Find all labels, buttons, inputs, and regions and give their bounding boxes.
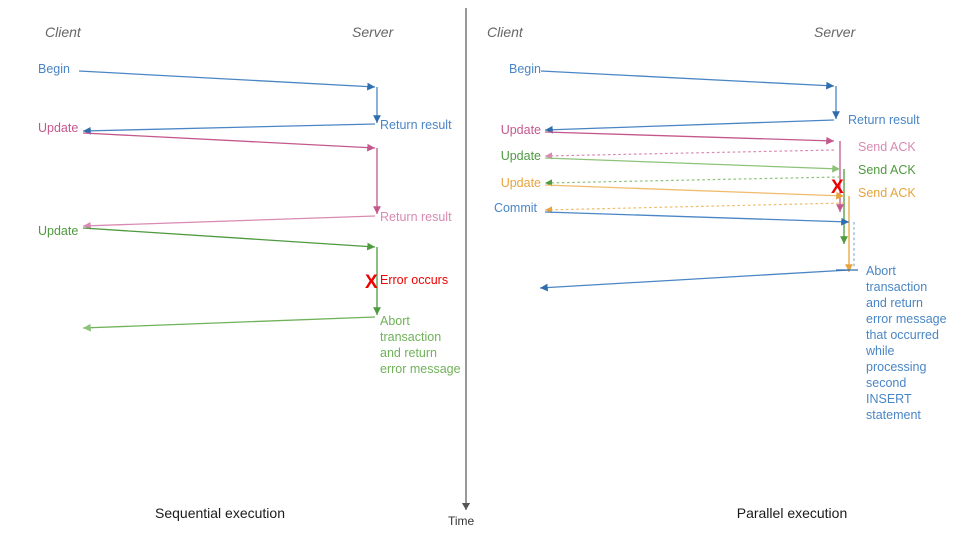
note-line: INSERT	[866, 392, 912, 406]
note-line: that occurred	[866, 328, 939, 342]
p2-arrow-return-result	[544, 119, 835, 134]
p2-arrow-abort-response	[539, 269, 850, 292]
lane-title-server-sequential: Server	[352, 24, 394, 40]
note-line: processing	[866, 360, 927, 374]
label-error-occurs-sequential: Error occurs	[380, 273, 449, 287]
error-mark-sequential: X	[365, 272, 378, 293]
lane-title-client-parallel: Client	[487, 24, 523, 40]
label-server-send-ack-2: Send ACK	[858, 163, 916, 177]
svg-text:X: X	[365, 272, 378, 293]
arrow-update-1-request	[82, 132, 376, 152]
label-client-update2-sequential: Update	[38, 224, 79, 238]
time-axis-label: Time	[448, 514, 475, 528]
arrow-return-result-2	[82, 215, 376, 230]
arrow-begin-request	[78, 70, 376, 91]
note-line: error message	[380, 362, 461, 376]
arrow-abort-response	[82, 316, 376, 332]
arrow-update-2-request	[82, 227, 376, 251]
panel-parallel	[539, 70, 858, 292]
note-line: transaction	[866, 280, 928, 294]
note-line: Abort	[380, 314, 410, 328]
label-server-send-ack-1: Send ACK	[858, 140, 916, 154]
p2-ack-1	[544, 149, 835, 160]
p2-ack-2	[544, 176, 841, 187]
note-abort-sequential: Abort transaction and return error messa…	[380, 313, 461, 377]
label-client-update2-parallel: Update	[500, 149, 541, 163]
note-line: transaction	[380, 330, 442, 344]
label-server-return-result-1: Return result	[380, 118, 452, 132]
panel-sequential	[78, 70, 381, 332]
arrow-return-result-1	[82, 123, 376, 135]
label-client-update1-sequential: Update	[38, 121, 79, 135]
caption-parallel: Parallel execution	[736, 505, 848, 521]
note-line: and return	[866, 296, 923, 310]
lane-title-client-sequential: Client	[45, 24, 81, 40]
label-server-return-result-parallel: Return result	[848, 113, 920, 127]
label-server-send-ack-3: Send ACK	[858, 186, 916, 200]
note-line: Abort	[866, 264, 896, 278]
note-line: and return	[380, 346, 437, 360]
p2-arrow-begin-request	[540, 70, 835, 90]
label-client-commit-parallel: Commit	[493, 201, 537, 215]
p2-arrow-update-2	[544, 157, 841, 173]
note-line: second	[866, 376, 907, 390]
p2-arrow-update-3	[544, 184, 845, 200]
caption-sequential: Sequential execution	[155, 505, 285, 521]
svg-text:X: X	[831, 177, 844, 198]
label-client-update3-parallel: Update	[500, 176, 541, 190]
note-line: while	[866, 344, 895, 358]
note-line: statement	[866, 408, 921, 422]
p2-arrow-commit	[544, 211, 850, 226]
label-server-return-result-2: Return result	[380, 210, 452, 224]
p2-arrow-update-1	[544, 131, 835, 145]
note-line: error message	[866, 312, 947, 326]
label-client-begin-sequential: Begin	[38, 62, 70, 76]
note-abort-parallel: Abort transaction and return error messa…	[866, 263, 947, 423]
label-client-begin-parallel: Begin	[509, 62, 541, 76]
lane-title-server-parallel: Server	[814, 24, 856, 40]
error-mark-parallel: X	[831, 177, 844, 198]
label-client-update1-parallel: Update	[500, 123, 541, 137]
